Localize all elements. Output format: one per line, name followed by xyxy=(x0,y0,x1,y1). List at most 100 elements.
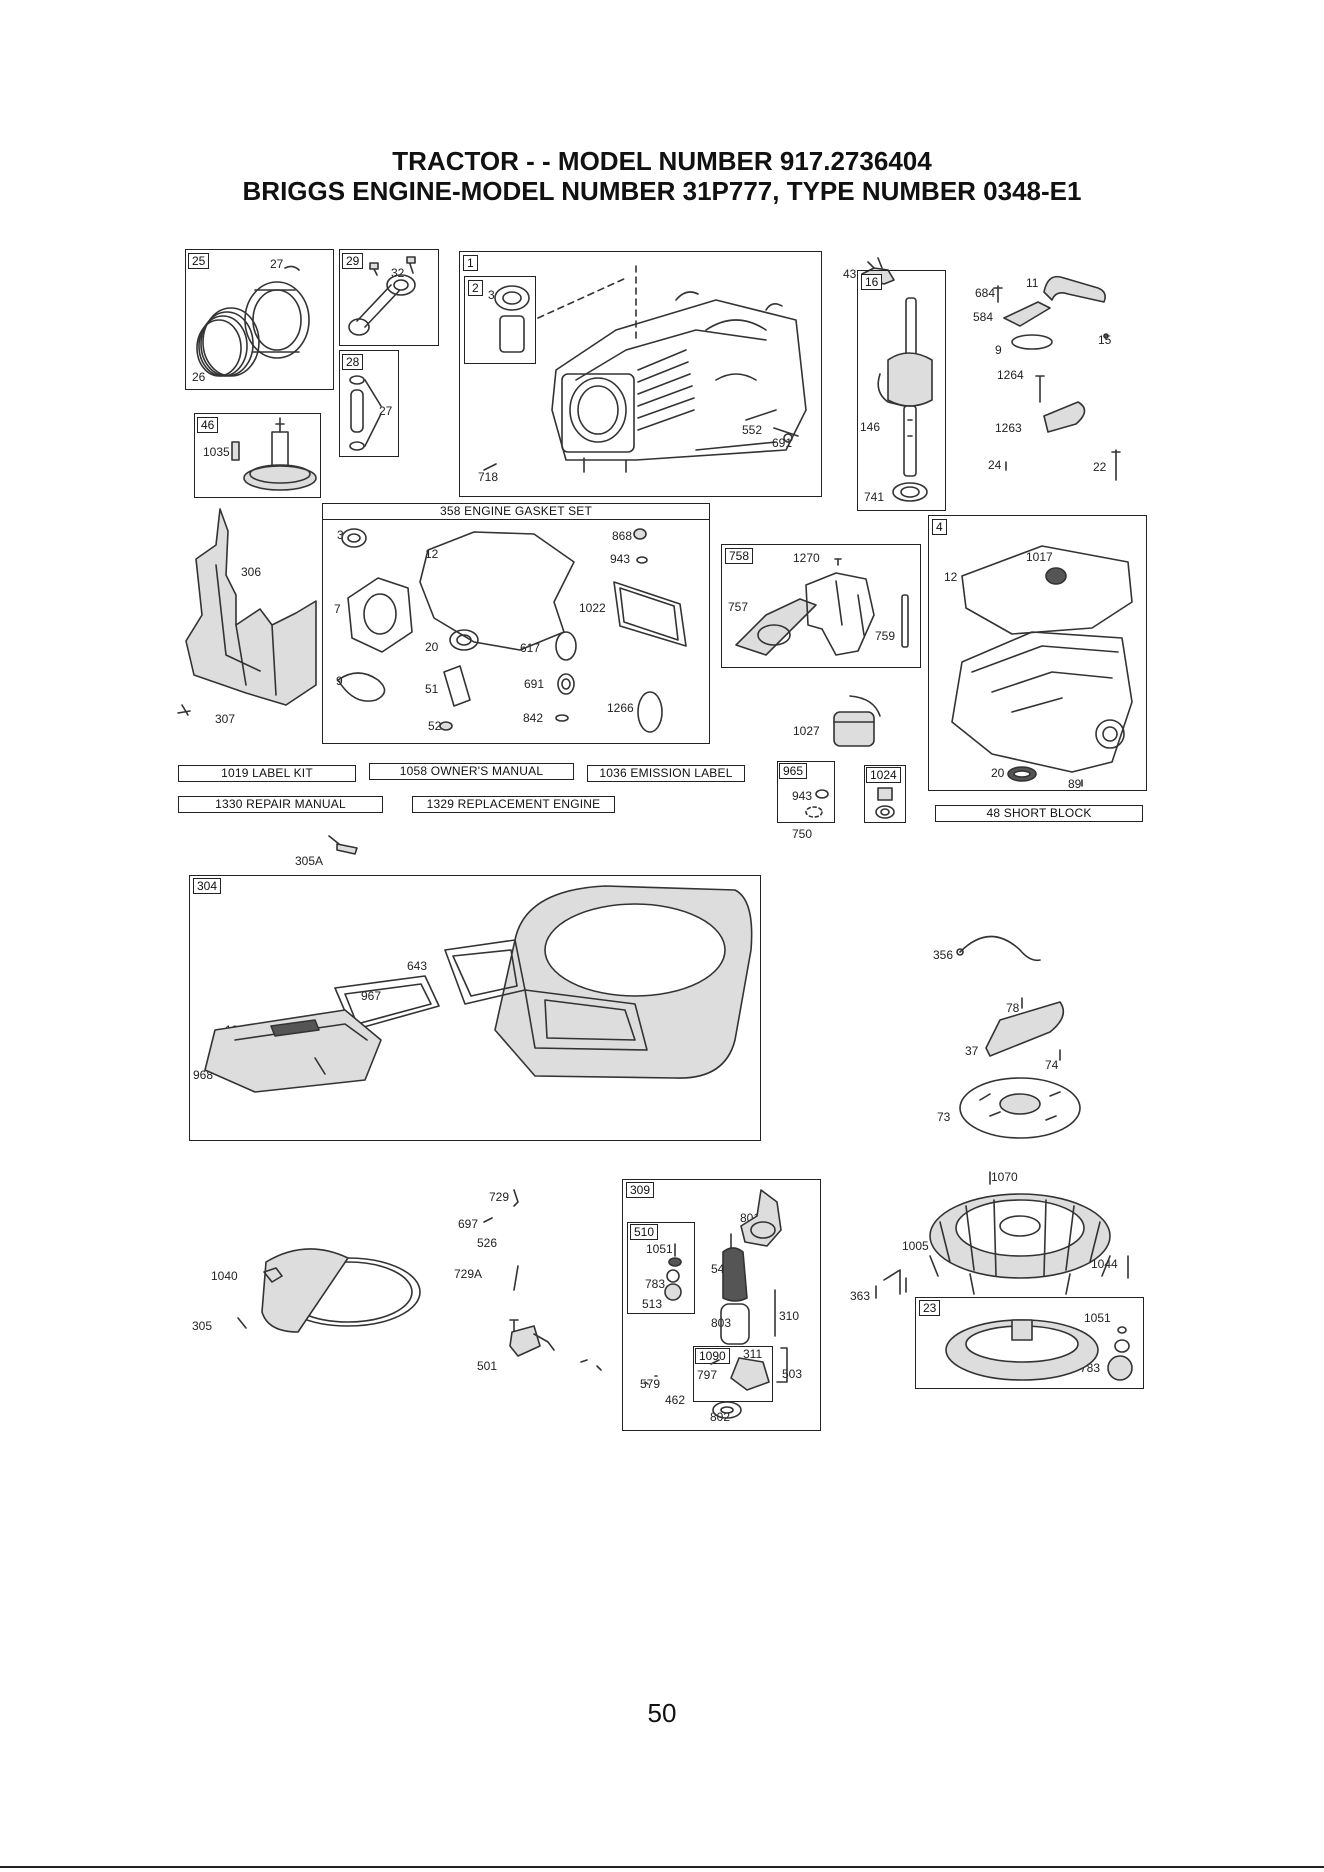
part-1017-label: 1017 xyxy=(1026,550,1053,564)
small-parts-drawing xyxy=(483,1189,555,1357)
blower-shroud-drawing xyxy=(177,508,317,716)
part-89-label: 89 xyxy=(1068,777,1082,791)
part-965-box xyxy=(777,761,835,823)
label-kit: 1019 LABEL KIT xyxy=(178,765,356,782)
part-741-label: 741 xyxy=(864,490,885,504)
starter-motor-drawing xyxy=(580,1189,788,1419)
part-729-label: 729 xyxy=(489,1190,510,1204)
part-797-label: 797 xyxy=(697,1368,718,1382)
gasket-part-842: 842 xyxy=(523,711,544,725)
block-tag: 1 xyxy=(463,255,478,271)
part-501-label: 501 xyxy=(477,1359,498,1373)
part-526-label: 526 xyxy=(477,1236,498,1250)
part-1270-label: 1270 xyxy=(793,551,820,565)
repair-manual: 1330 REPAIR MANUAL xyxy=(178,796,383,813)
oil-filter-drawing xyxy=(833,695,881,747)
gasket-part-1022: 1022 xyxy=(579,601,606,615)
bottom-rule xyxy=(0,1866,1324,1868)
gasket-part-20: 20 xyxy=(425,640,439,654)
part-584-label: 584 xyxy=(973,310,994,324)
block-subbox xyxy=(464,276,536,364)
part-305A-label: 305A xyxy=(295,854,324,868)
owners-manual: 1058 OWNER'S MANUAL xyxy=(369,763,574,780)
connecting-rod-drawing xyxy=(348,256,416,336)
part-1027-label: 1027 xyxy=(793,724,820,738)
page-title: TRACTOR - - MODEL NUMBER 917.2736404 xyxy=(392,146,932,176)
part-1035-label: 1035 xyxy=(203,445,230,459)
part-9-label: 9 xyxy=(995,343,1002,357)
rod-tag: 29 xyxy=(342,253,364,269)
crankshaft-box xyxy=(857,270,946,511)
sump-box xyxy=(928,515,1147,791)
part-1051-start-label: 1051 xyxy=(646,1242,673,1256)
part-513-label: 513 xyxy=(642,1297,663,1311)
part-1264-label: 1264 xyxy=(997,368,1024,382)
rotating-screen-drawing xyxy=(237,1248,421,1333)
part-643-label: 643 xyxy=(407,959,428,973)
part-311-label: 311 xyxy=(743,1347,763,1361)
part-965-drawing xyxy=(805,789,829,818)
rod-box xyxy=(339,249,439,346)
part-305-label: 305 xyxy=(192,1319,213,1333)
oil-sump-drawing xyxy=(951,545,1133,787)
part-26-label: 26 xyxy=(192,370,206,384)
flywheel-gear-drawing xyxy=(945,1319,1133,1381)
part-78-label: 78 xyxy=(1006,1001,1020,1015)
part-12-sump-label: 12 xyxy=(944,570,958,584)
cam-tag: 46 xyxy=(197,417,219,433)
part-43-label: 43 xyxy=(843,267,857,281)
gasket-part-868: 868 xyxy=(612,529,633,543)
starter-tag: 309 xyxy=(626,1182,655,1198)
piston-drawing xyxy=(196,265,310,377)
part-783-start-label: 783 xyxy=(645,1277,666,1291)
blower-housing-drawing xyxy=(204,885,753,1093)
part-37-label: 37 xyxy=(965,1044,979,1058)
part-965-tag: 965 xyxy=(779,763,808,779)
part-552-label: 552 xyxy=(742,423,763,437)
cam-box xyxy=(194,413,321,498)
piston-pin-drawing xyxy=(349,375,382,451)
part-1051-fly-label: 1051 xyxy=(1084,1311,1111,1325)
part-27b-label: 27 xyxy=(379,404,393,418)
part-1024-box xyxy=(864,765,906,823)
part-22-label: 22 xyxy=(1093,460,1107,474)
part-74-label: 74 xyxy=(1045,1058,1059,1072)
starter-subbox-510 xyxy=(627,1222,695,1314)
crank-tag: 16 xyxy=(861,274,883,290)
part-356-label: 356 xyxy=(933,948,954,962)
blower-housing-box xyxy=(189,875,761,1141)
part-73-label: 73 xyxy=(937,1110,951,1124)
gasket-part-1266: 1266 xyxy=(607,701,634,715)
gasket-part-617: 617 xyxy=(520,641,541,655)
gasket-part-3: 3 xyxy=(337,528,344,542)
page-number: 50 xyxy=(647,1698,677,1728)
part-1070-label: 1070 xyxy=(991,1170,1018,1184)
part-943-label: 943 xyxy=(792,789,813,803)
starter-subtag-510: 510 xyxy=(630,1224,659,1240)
part-462-label: 462 xyxy=(665,1393,686,1407)
breather-parts-drawing xyxy=(993,275,1121,481)
part-27-label: 27 xyxy=(270,257,284,271)
part-1044-label: 1044 xyxy=(1091,1257,1118,1271)
flywheel-tag: 23 xyxy=(919,1300,941,1316)
piston-tag: 25 xyxy=(188,253,210,269)
governor-drawing xyxy=(735,558,909,656)
housing-tag: 304 xyxy=(193,878,222,894)
ignition-screen-drawing xyxy=(956,935,1081,1139)
starter-box xyxy=(622,1179,821,1431)
crankshaft-drawing xyxy=(877,297,933,502)
flywheel-box xyxy=(915,1297,1144,1389)
block-subtag: 2 xyxy=(468,280,483,296)
piston-box xyxy=(185,249,334,390)
pin-tag: 28 xyxy=(342,354,364,370)
sump-tag: 4 xyxy=(932,519,947,535)
part-11-label: 11 xyxy=(1026,276,1039,290)
part-697-label: 697 xyxy=(458,1217,479,1231)
part-1263-label: 1263 xyxy=(995,421,1022,435)
part-363-label: 363 xyxy=(850,1289,871,1303)
gasket-part-7: 7 xyxy=(334,602,341,616)
gasket-part-51: 51 xyxy=(425,682,439,696)
starter-subbox-1090 xyxy=(693,1346,773,1402)
part-3-label: 3 xyxy=(488,288,495,302)
part-20-sump-label: 20 xyxy=(991,766,1005,780)
